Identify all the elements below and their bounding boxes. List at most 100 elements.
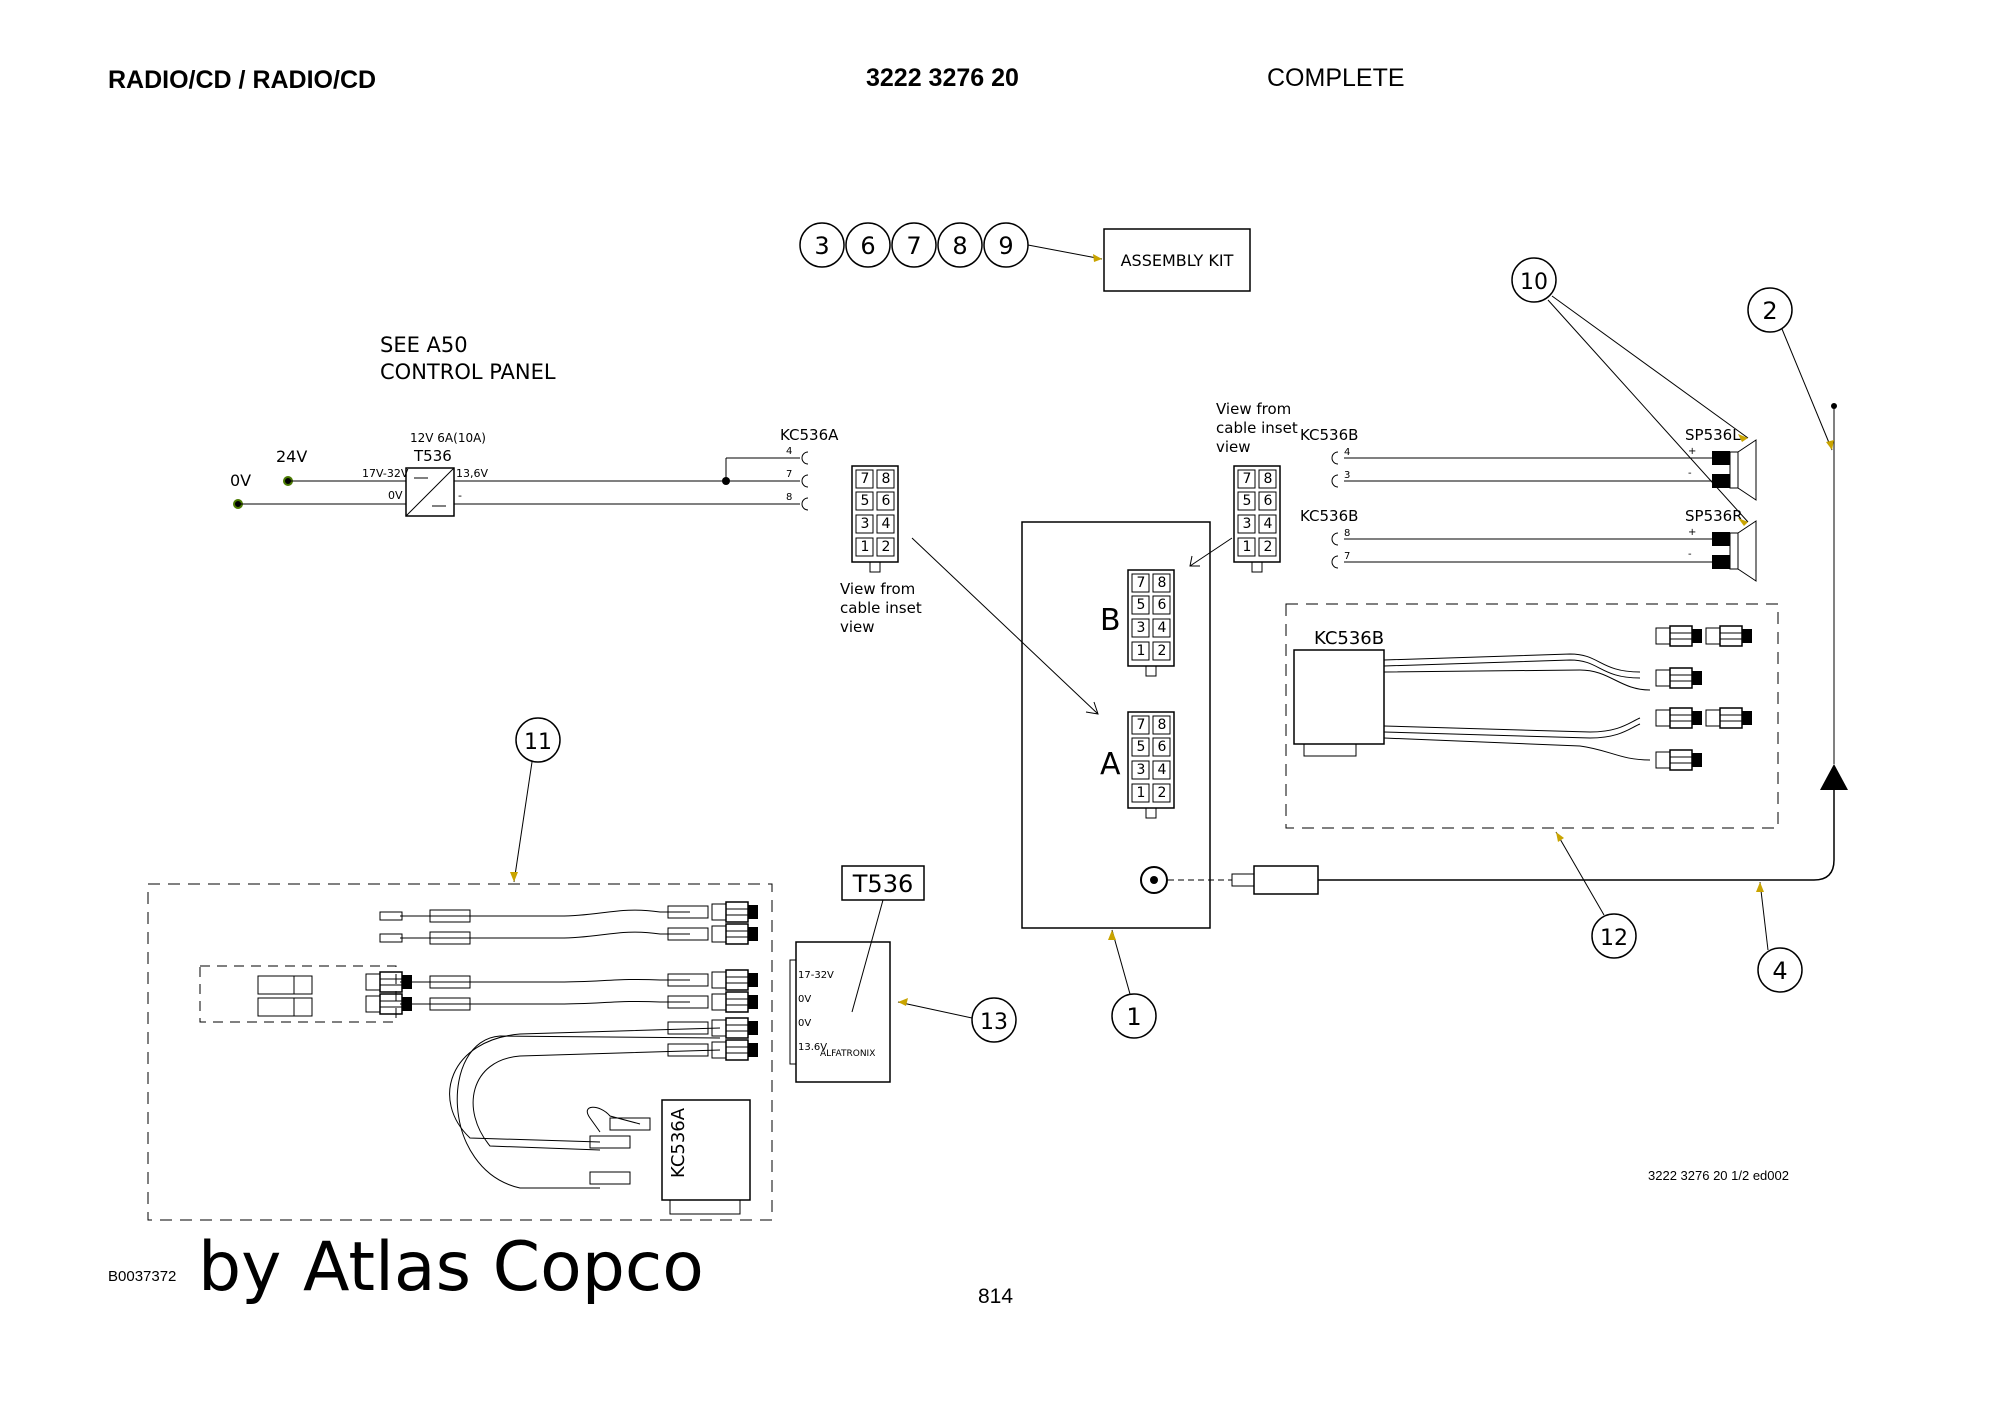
kit-callout-8: 8 xyxy=(952,232,967,260)
svg-text:5: 5 xyxy=(1243,493,1252,509)
supply-24v-label: 24V xyxy=(276,447,307,466)
speaker-schematic: KC536B KC536B 4 3 8 7 SP536L SP536R + - … xyxy=(1300,426,1757,582)
radio-port-a: 7 8 5 6 3 4 1 2 xyxy=(1127,711,1175,819)
svg-text:7: 7 xyxy=(1344,551,1350,562)
svg-text:7: 7 xyxy=(1243,471,1252,487)
view-note-right-2: cable inset xyxy=(1216,419,1298,437)
svg-text:3: 3 xyxy=(1137,620,1146,636)
kc536a-pin-4: 4 xyxy=(786,446,792,457)
connector-view-right: 7 8 5 6 3 4 1 2 xyxy=(1233,465,1281,573)
port-a-label: A xyxy=(1100,747,1121,782)
svg-text:6: 6 xyxy=(1158,597,1167,613)
svg-text:4: 4 xyxy=(1158,762,1167,778)
svg-text:4: 4 xyxy=(1772,957,1787,985)
kc536b-box-label: KC536B xyxy=(1314,628,1384,649)
callout-10: 10 xyxy=(1511,257,1749,526)
power-supply-schematic: 24V 0V 12V 6A(10A) T536 17V-32V 0V 13,6V… xyxy=(230,426,839,517)
svg-text:+: + xyxy=(1688,446,1696,457)
kc536b-connector xyxy=(1293,649,1385,745)
svg-text:11: 11 xyxy=(524,730,552,755)
svg-text:1: 1 xyxy=(1243,539,1252,555)
svg-text:4: 4 xyxy=(1158,620,1167,636)
assembly-kit-box xyxy=(1103,228,1251,292)
svg-text:5: 5 xyxy=(1137,597,1146,613)
kit-callout-6: 6 xyxy=(860,232,875,260)
power-harness-outline xyxy=(147,883,773,1221)
alf-0v-label-b: 0V xyxy=(798,1018,811,1029)
svg-text:8: 8 xyxy=(1158,575,1167,591)
svg-text:2: 2 xyxy=(1264,539,1273,555)
speaker-right xyxy=(1729,532,1739,570)
callout-4: 4 xyxy=(1756,881,1803,993)
kit-callout-7: 7 xyxy=(906,232,921,260)
view-note-right-3: view xyxy=(1216,438,1251,456)
svg-text:3: 3 xyxy=(861,516,870,532)
antenna-symbol xyxy=(1820,764,1848,790)
svg-text:3: 3 xyxy=(1243,516,1252,532)
kc536a-box-label: KC536A xyxy=(668,1107,689,1178)
port-b-label: B xyxy=(1100,603,1121,638)
harness-terminals-right xyxy=(1655,625,1753,771)
callout-1: 1 xyxy=(1108,929,1157,1039)
svg-text:5: 5 xyxy=(1137,739,1146,755)
sp536l-label: SP536L xyxy=(1685,426,1741,444)
sp536r-label: SP536R xyxy=(1685,507,1743,525)
watermark-text: by Atlas Copco xyxy=(198,1228,704,1307)
t536-label: T536 xyxy=(852,870,913,898)
page-number: 814 xyxy=(978,1285,1014,1308)
svg-text:6: 6 xyxy=(1158,739,1167,755)
alf-0v-label-a: 0V xyxy=(798,994,811,1005)
svg-text:7: 7 xyxy=(1137,575,1146,591)
drawing-number: B0037372 xyxy=(108,1268,177,1285)
svg-text:13: 13 xyxy=(980,1010,1008,1035)
converter-name: T536 xyxy=(413,447,452,465)
callout-11: 11 xyxy=(510,717,561,883)
page-title: RADIO/CD / RADIO/CD xyxy=(108,66,377,94)
svg-text:5: 5 xyxy=(861,493,870,509)
converter-input-label: 17V-32V xyxy=(362,467,409,480)
svg-text:2: 2 xyxy=(882,539,891,555)
radio-unit xyxy=(1021,521,1211,929)
radio-port-b: 7 8 5 6 3 4 1 2 xyxy=(1127,569,1175,677)
control-panel-label: CONTROL PANEL xyxy=(380,360,556,384)
svg-text:1: 1 xyxy=(861,539,870,555)
kc536b-label-top: KC536B xyxy=(1300,426,1358,444)
alfatronix-converter xyxy=(795,941,891,1083)
svg-text:4: 4 xyxy=(1344,447,1350,458)
status-label: COMPLETE xyxy=(1267,64,1405,92)
view-note-left-2: cable inset xyxy=(840,599,922,617)
svg-text:8: 8 xyxy=(1344,528,1350,539)
svg-text:7: 7 xyxy=(1137,717,1146,733)
svg-text:8: 8 xyxy=(882,471,891,487)
svg-text:3: 3 xyxy=(1344,470,1350,481)
alf-output-label: 13.6V xyxy=(798,1042,827,1053)
converter-rating: 12V 6A(10A) xyxy=(410,431,486,445)
kit-callouts: 3 6 7 8 9 xyxy=(799,222,1103,268)
drawing-reference: 3222 3276 20 1/2 ed002 xyxy=(1648,1168,1789,1183)
connector-view-left: 7 8 5 6 3 4 1 2 xyxy=(851,465,899,573)
kc536a-pin-8: 8 xyxy=(786,492,792,503)
callout-12: 12 xyxy=(1555,831,1637,959)
svg-text:-: - xyxy=(1688,468,1692,479)
svg-text:2: 2 xyxy=(1158,643,1167,659)
converter-0v-label: 0V xyxy=(388,489,403,502)
svg-text:1: 1 xyxy=(1137,785,1146,801)
svg-text:2: 2 xyxy=(1158,785,1167,801)
svg-text:6: 6 xyxy=(1264,493,1273,509)
alf-input-label: 17-32V xyxy=(798,970,834,981)
converter-symbol xyxy=(405,467,455,517)
svg-text:1: 1 xyxy=(1126,1003,1141,1031)
antenna-socket xyxy=(1140,866,1168,894)
view-note-left-1: View from xyxy=(840,580,915,598)
assembly-kit-label: ASSEMBLY KIT xyxy=(1121,251,1234,270)
svg-text:-: - xyxy=(1688,549,1692,560)
svg-text:4: 4 xyxy=(882,516,891,532)
svg-text:6: 6 xyxy=(882,493,891,509)
svg-text:1: 1 xyxy=(1137,643,1146,659)
speaker-left xyxy=(1729,451,1739,489)
view-note-right-1: View from xyxy=(1216,400,1291,418)
antenna-cable xyxy=(1318,790,1835,881)
svg-text:2: 2 xyxy=(1762,297,1777,325)
converter-output-label: 13,6V xyxy=(456,467,488,480)
